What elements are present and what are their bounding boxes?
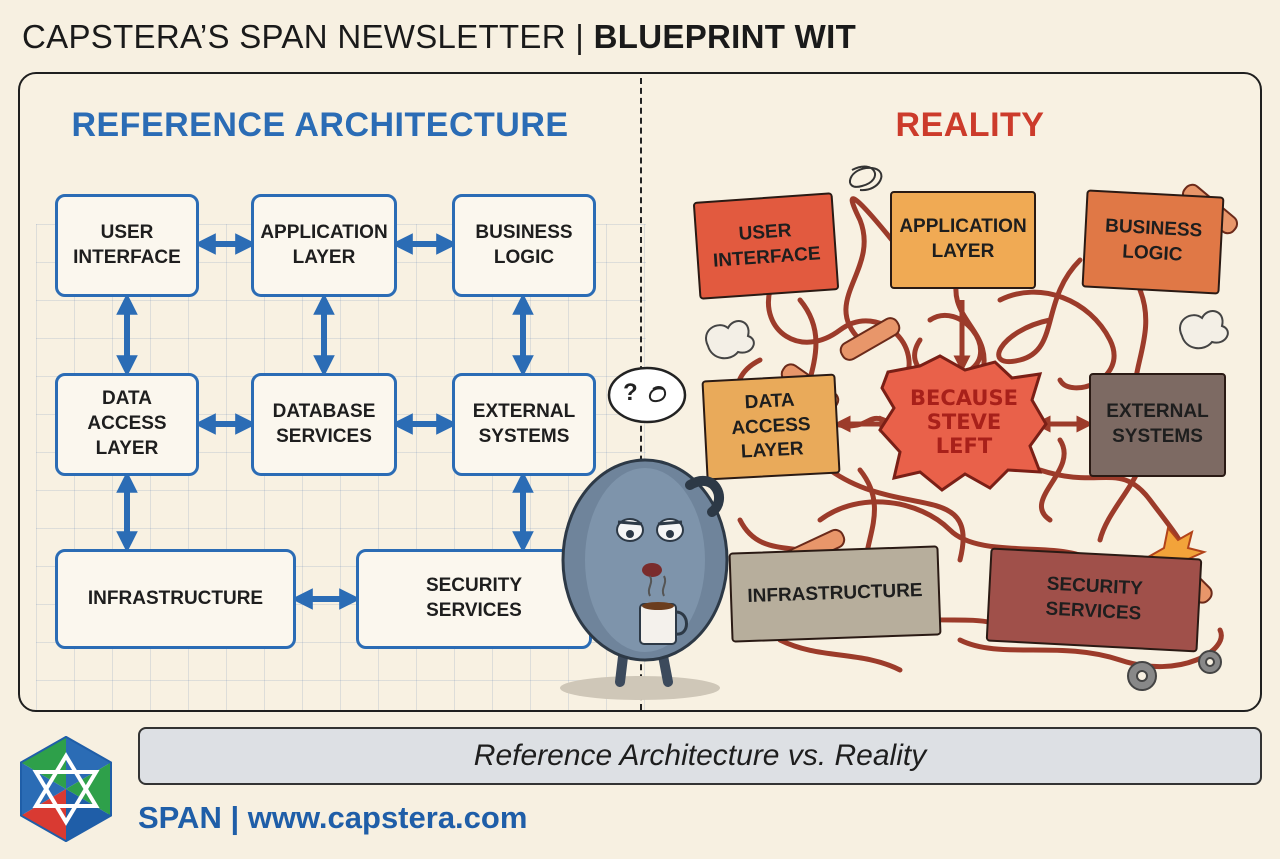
reality-heading: REALITY [895,106,1045,144]
coffee-mug-icon [639,575,688,645]
ref-security-services-label: SECURITY SERVICES [425,575,523,621]
reality-application-layer-label: APPLICATION LAYER [899,216,1027,262]
ref-database-services-box: DATABASE SERVICES [251,373,397,476]
ref-application-layer-box: APPLICATION LAYER [251,194,397,297]
reality-application-layer-box: APPLICATION LAYER [890,191,1036,289]
tangled-wire-bundle [734,196,1224,673]
ref-infrastructure-label: INFRASTRUCTURE [87,587,264,609]
because-steve-left-burst [878,354,1048,492]
ref-business-logic-label: BUSINESS LOGIC [475,221,573,268]
gear-icon [1127,650,1222,691]
reality-external-systems-label: EXTERNAL SYSTEMS [1106,401,1209,447]
ref-data-access-box: DATA ACCESS LAYER [55,373,199,476]
header-title-light: CAPSTERA’S SPAN NEWSLETTER | [22,18,594,55]
footer-brand-url[interactable]: SPAN | www.capstera.com [138,800,528,835]
character-mouth [642,563,662,577]
ref-user-interface-label: USER INTERFACE [73,221,181,268]
ref-external-systems-label: EXTERNAL SYSTEMS [472,400,576,447]
steam-cloud-icon [705,310,1229,360]
because-steve-left-label: BECAUSE STEVE LEFT [910,386,1018,459]
reference-architecture-heading: REFERENCE ARCHITECTURE [71,106,569,144]
ref-external-systems-box: EXTERNAL SYSTEMS [452,373,596,476]
thought-question-mark: ? [623,379,638,406]
reality-external-systems-box: EXTERNAL SYSTEMS [1089,373,1226,477]
ref-database-services-label: DATABASE SERVICES [272,400,376,447]
caption-text: Reference Architecture vs. Reality [473,739,927,772]
caption-bar: Reference Architecture vs. Reality [138,727,1262,785]
ref-user-interface-box: USER INTERFACE [55,194,199,297]
ref-infrastructure-box: INFRASTRUCTURE [55,549,296,649]
newsletter-header: CAPSTERA’S SPAN NEWSLETTER | BLUEPRINT W… [22,18,856,56]
header-title-bold: BLUEPRINT WIT [593,18,857,55]
scribble-icon [849,165,883,192]
thought-bubble: ? [605,365,687,427]
capstera-logo [20,736,112,842]
ref-data-access-label: DATA ACCESS LAYER [87,388,167,459]
ref-application-layer-label: APPLICATION LAYER [260,221,388,268]
ref-business-logic-box: BUSINESS LOGIC [452,194,596,297]
ref-security-services-box: SECURITY SERVICES [356,549,592,649]
